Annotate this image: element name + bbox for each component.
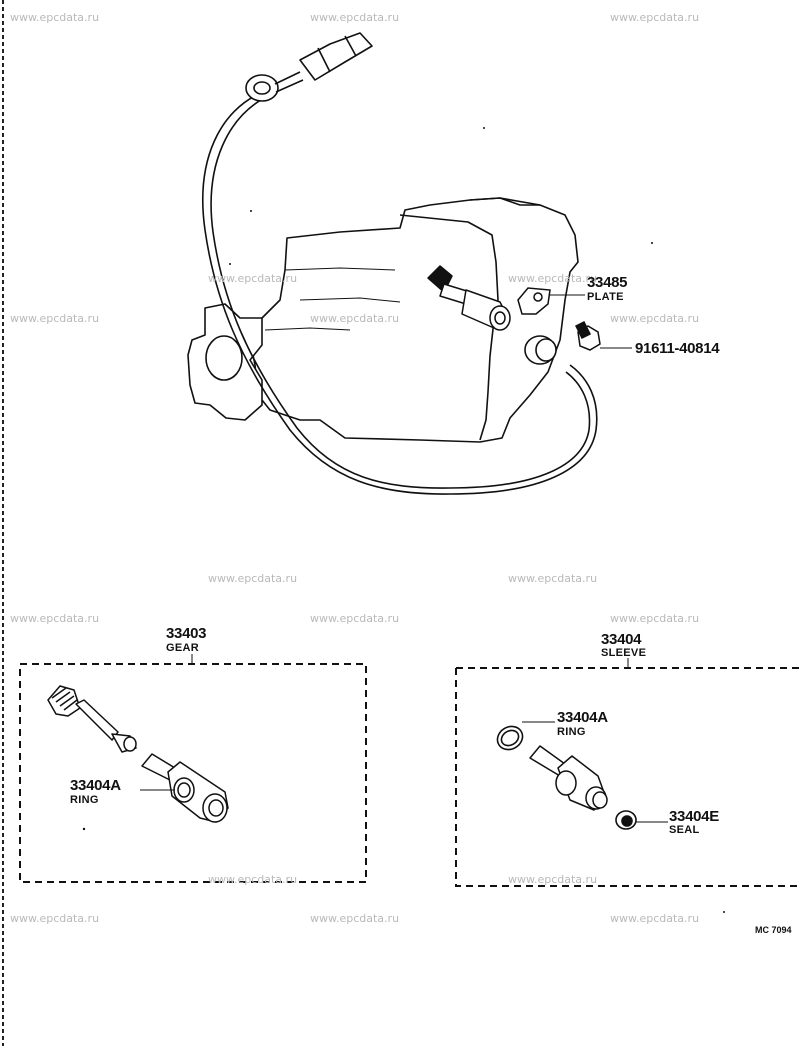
stray-dot	[723, 911, 725, 913]
watermark: www.epcdata.ru	[610, 612, 700, 625]
watermark: www.epcdata.ru	[310, 312, 400, 325]
watermark: www.epcdata.ru	[208, 572, 298, 585]
part-name-ring-right: RING	[557, 726, 586, 738]
dot-mark	[82, 827, 86, 831]
leader-lines-top	[550, 294, 632, 349]
watermark: www.epcdata.ru	[508, 873, 598, 886]
driven-gear	[47, 685, 137, 753]
part-number-33404a-right[interactable]: 33404A	[557, 709, 608, 726]
watermark: www.epcdata.ru	[610, 912, 700, 925]
driven-gear-installed	[427, 265, 511, 331]
part-name-seal: SEAL	[669, 824, 700, 836]
watermark: www.epcdata.ru	[10, 612, 100, 625]
watermark: www.epcdata.ru	[610, 11, 700, 24]
stray-dot	[483, 127, 485, 129]
stray-dot	[651, 242, 653, 244]
part-name-gear: GEAR	[166, 642, 199, 654]
stray-dot	[229, 263, 231, 265]
part-number-91611-40814[interactable]: 91611-40814	[635, 340, 720, 357]
watermark: www.epcdata.ru	[310, 912, 400, 925]
watermark: www.epcdata.ru	[10, 912, 100, 925]
part-name-sleeve: SLEEVE	[601, 647, 647, 659]
part-number-33404[interactable]: 33404	[601, 631, 642, 648]
sleeve-body	[529, 745, 608, 811]
stray-dot	[250, 210, 252, 212]
part-name-plate: PLATE	[587, 291, 624, 303]
watermark: www.epcdata.ru	[610, 312, 700, 325]
part-number-33485[interactable]: 33485	[587, 274, 628, 291]
transmission-housing	[187, 197, 579, 443]
part-name-ring-left: RING	[70, 794, 99, 806]
plate-33485	[517, 287, 551, 315]
watermark: www.epcdata.ru	[208, 873, 298, 886]
watermark: www.epcdata.ru	[10, 11, 100, 24]
part-number-33404e[interactable]: 33404E	[669, 808, 719, 825]
watermark: www.epcdata.ru	[208, 272, 298, 285]
sleeve-seal	[615, 810, 637, 830]
watermark: www.epcdata.ru	[508, 572, 598, 585]
drawing-code: MC 7094	[755, 925, 792, 935]
gear-kit-box	[19, 663, 367, 883]
watermark: www.epcdata.ru	[10, 312, 100, 325]
part-number-33403[interactable]: 33403	[166, 625, 207, 642]
bolt-91611-40814	[574, 320, 601, 351]
watermark: www.epcdata.ru	[508, 272, 598, 285]
watermark: www.epcdata.ru	[310, 612, 400, 625]
part-number-33404a-left[interactable]: 33404A	[70, 777, 121, 794]
watermark: www.epcdata.ru	[310, 11, 400, 24]
sleeve-kit-box	[455, 667, 800, 887]
sleeve-ring	[496, 725, 524, 751]
gear-sleeve-part	[141, 753, 229, 823]
speedometer-cable	[202, 32, 598, 495]
